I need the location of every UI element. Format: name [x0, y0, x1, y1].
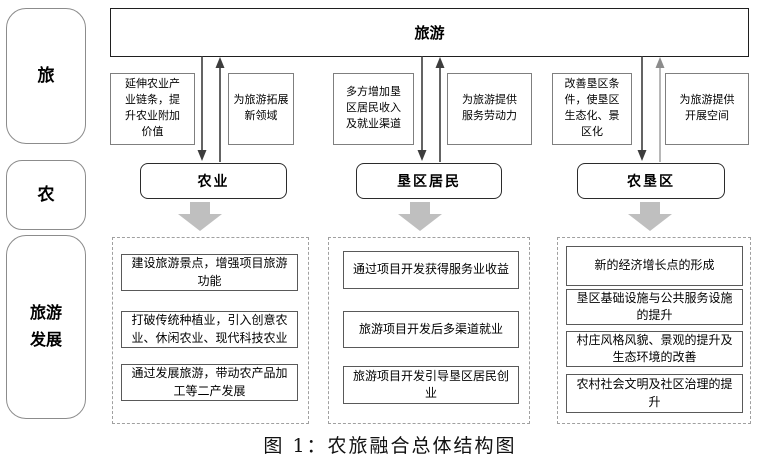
outcome-item-label: 建设旅游景点，增强项目旅游功能 — [131, 256, 288, 288]
entity-box-agriculture: 农业 — [140, 163, 287, 199]
rail-item-label: 农 — [37, 184, 55, 204]
rail-item-agriculture: 农 — [6, 160, 86, 230]
up-arrow-icon — [435, 57, 445, 162]
link-label: 改善垦区条件，使垦区生态化、景区化 — [564, 78, 620, 138]
outcome-item: 村庄风格风貌、景观的提升及生态环境的改善 — [566, 331, 743, 367]
link-box-agriculture-to-tourism: 为旅游拓展新领域 — [228, 73, 294, 145]
outcome-column-agriculture: 建设旅游景点，增强项目旅游功能 打破传统种植业，引入创意农业、休闲农业、现代科技… — [112, 237, 309, 424]
block-arrow-down-icon — [178, 202, 222, 231]
rail-item-label: 旅 — [37, 65, 55, 85]
outcome-item: 通过项目开发获得服务业收益 — [343, 251, 519, 289]
down-arrow-icon — [637, 56, 647, 161]
block-arrow-down-icon — [628, 202, 672, 231]
bidirectional-arrow — [417, 56, 445, 162]
outcome-item: 打破传统种植业，引入创意农业、休闲农业、现代科技农业 — [121, 311, 298, 348]
outcome-item-label: 垦区基础设施与公共服务设施的提升 — [576, 290, 733, 322]
rail-item-label: 旅游发展 — [29, 304, 62, 349]
outcome-item: 垦区基础设施与公共服务设施的提升 — [566, 289, 743, 325]
outcome-item-label: 旅游项目开发引导垦区居民创业 — [352, 368, 509, 400]
rail-item-tourism-development: 旅游发展 — [6, 235, 86, 419]
bidirectional-arrow — [197, 56, 225, 162]
outcome-column-reclamation-area: 新的经济增长点的形成 垦区基础设施与公共服务设施的提升 村庄风格风貌、景观的提升… — [557, 237, 751, 424]
up-arrow-icon — [215, 57, 225, 162]
up-arrow-icon — [655, 57, 665, 162]
outcome-item-label: 农村社会文明及社区治理的提升 — [576, 377, 733, 409]
entity-label: 农业 — [197, 173, 230, 189]
link-box-residents-to-tourism: 为旅游提供服务劳动力 — [447, 73, 532, 145]
link-label: 为旅游提供开展空间 — [679, 94, 735, 122]
rail-item-tourism: 旅 — [6, 8, 86, 144]
entity-label: 农垦区 — [627, 173, 675, 189]
link-box-tourism-to-residents: 多方增加垦区居民收入及就业渠道 — [333, 73, 414, 145]
tourism-header-box: 旅游 — [110, 8, 749, 57]
link-box-tourism-to-reclamation-area: 改善垦区条件，使垦区生态化、景区化 — [552, 73, 632, 145]
link-box-tourism-to-agriculture: 延伸农业产业链条，提升农业附加价值 — [110, 73, 195, 145]
outcome-item-label: 新的经济增长点的形成 — [594, 258, 715, 273]
tourism-header-label: 旅游 — [414, 25, 445, 42]
block-arrow-down-icon — [398, 202, 442, 231]
outcome-item: 农村社会文明及社区治理的提升 — [566, 374, 743, 413]
outcome-item-label: 打破传统种植业，引入创意农业、休闲农业、现代科技农业 — [131, 313, 288, 345]
outcome-item-label: 通过发展旅游，带动农产品加工等二产发展 — [131, 366, 288, 398]
entity-label: 垦区居民 — [397, 173, 461, 189]
figure-caption: 图 1：农旅融合总体结构图 — [263, 435, 517, 457]
entity-box-reclamation-area: 农垦区 — [577, 163, 725, 199]
link-label: 为旅游提供服务劳动力 — [462, 94, 517, 122]
link-box-reclamation-area-to-tourism: 为旅游提供开展空间 — [665, 73, 749, 145]
outcome-item: 旅游项目开发后多渠道就业 — [343, 311, 519, 348]
outcome-item: 通过发展旅游，带动农产品加工等二产发展 — [121, 364, 298, 401]
outcome-item-label: 旅游项目开发后多渠道就业 — [358, 321, 503, 336]
outcome-item: 建设旅游景点，增强项目旅游功能 — [121, 254, 298, 291]
outcome-item: 新的经济增长点的形成 — [566, 246, 743, 286]
outcome-item-label: 村庄风格风貌、景观的提升及生态环境的改善 — [576, 332, 733, 364]
entity-box-reclamation-residents: 垦区居民 — [356, 163, 502, 199]
link-label: 为旅游拓展新领域 — [233, 94, 289, 122]
link-label: 延伸农业产业链条，提升农业附加价值 — [125, 78, 180, 138]
outcome-column-residents: 通过项目开发获得服务业收益 旅游项目开发后多渠道就业 旅游项目开发引导垦区居民创… — [328, 237, 530, 424]
link-label: 多方增加垦区居民收入及就业渠道 — [346, 86, 401, 130]
outcome-item: 旅游项目开发引导垦区居民创业 — [343, 366, 519, 404]
down-arrow-icon — [417, 56, 427, 161]
down-arrow-icon — [197, 56, 207, 161]
bidirectional-arrow — [637, 56, 665, 162]
outcome-item-label: 通过项目开发获得服务业收益 — [352, 262, 509, 277]
